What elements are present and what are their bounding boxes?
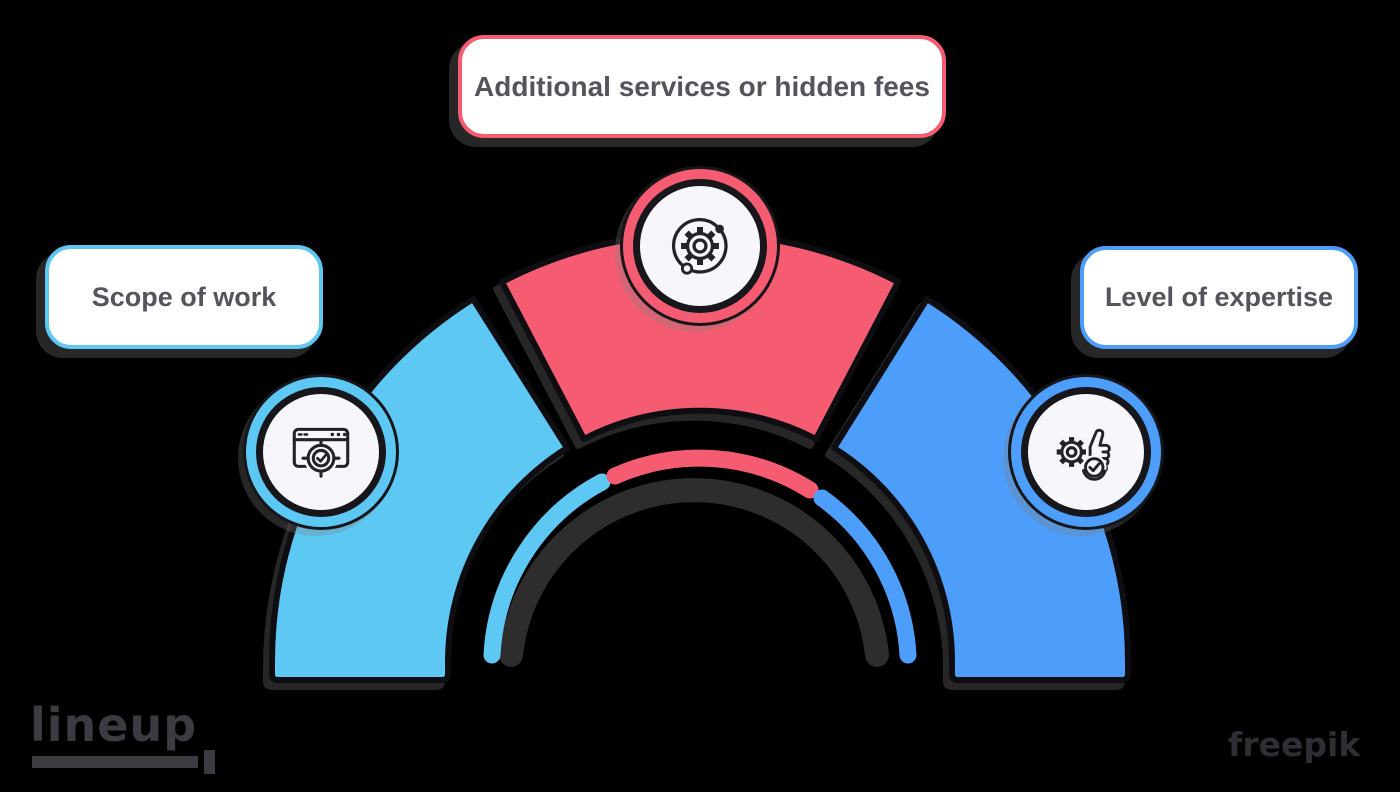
accent-arc-light-blue (483, 473, 611, 664)
medallion-face (633, 179, 767, 313)
medallion-face (256, 387, 386, 517)
callout-level-of-expertise: Level of expertise (1080, 246, 1358, 349)
accent-arc-blue (813, 489, 917, 664)
browser-target-icon (292, 427, 350, 478)
medallion-additional-services (620, 166, 780, 326)
brand-logo: lineup (30, 698, 215, 774)
callout-label: Level of expertise (1104, 282, 1334, 312)
gear-thumbs-up-icon (1056, 425, 1113, 481)
brand-logo-underline (32, 756, 198, 768)
accent-arc-red (606, 449, 819, 499)
arch-inner-shadow (499, 478, 889, 667)
brand-logo-dot (204, 750, 215, 774)
arch-segment-additional-services (499, 230, 901, 442)
medallion-scope-of-work (243, 374, 399, 530)
orbit-gear-icon (671, 218, 728, 275)
medallion-face (1021, 387, 1151, 517)
medallion-level-of-expertise (1008, 374, 1164, 530)
brand-logo-text: lineup (30, 698, 198, 752)
callout-additional-services: Additional services or hidden fees (458, 35, 946, 138)
callout-label: Additional services or hidden fees (474, 70, 930, 102)
callout-scope-of-work: Scope of work (45, 245, 323, 349)
watermark-text: freepik (1228, 725, 1361, 764)
callout-label: Scope of work (91, 281, 277, 312)
